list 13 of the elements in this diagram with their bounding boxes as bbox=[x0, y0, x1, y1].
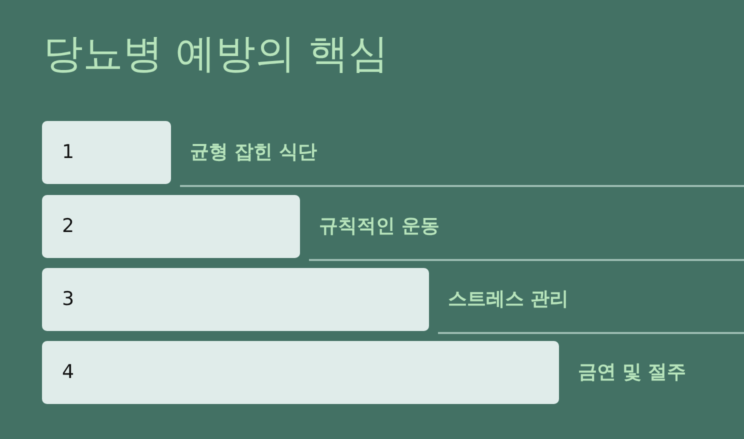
step-label: 금연 및 절주 bbox=[578, 360, 686, 385]
title: 당뇨병 예방의 핵심 bbox=[43, 30, 388, 79]
step-number: 2 bbox=[62, 214, 74, 238]
step-number: 1 bbox=[62, 140, 74, 164]
step-number: 4 bbox=[62, 360, 74, 384]
step-bar bbox=[42, 121, 171, 184]
step-label: 균형 잡힌 식단 bbox=[190, 140, 318, 165]
step-bar bbox=[42, 268, 429, 331]
step-bar bbox=[42, 195, 300, 258]
step-number: 3 bbox=[62, 287, 74, 311]
step-label: 스트레스 관리 bbox=[448, 287, 569, 312]
step-label: 규칙적인 운동 bbox=[319, 214, 440, 239]
step-bar bbox=[42, 341, 559, 404]
